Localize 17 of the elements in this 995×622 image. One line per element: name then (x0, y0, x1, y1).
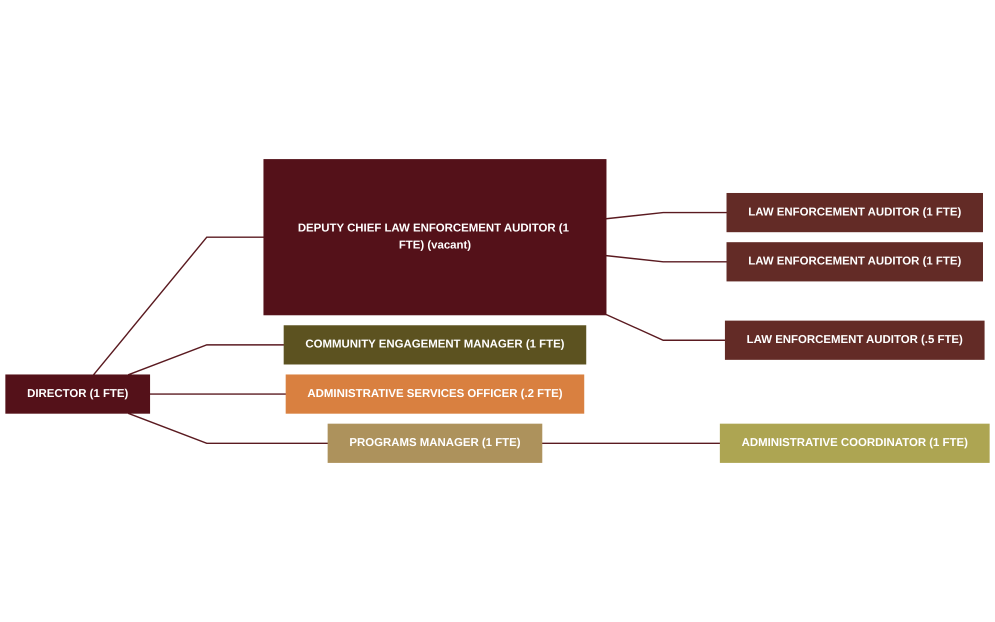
node-box: ADMINISTRATIVE COORDINATOR (1 FTE) (720, 424, 990, 463)
node-box: ADMINISTRATIVE SERVICES OFFICER (.2 FTE) (286, 374, 584, 414)
connector (150, 393, 286, 395)
connector (542, 442, 720, 444)
node-box: PROGRAMS MANAGER (1 FTE) (328, 424, 542, 463)
node-box: LAW ENFORCEMENT AUDITOR (.5 FTE) (724, 320, 985, 360)
connector (128, 412, 328, 444)
connector (606, 314, 726, 341)
connector (93, 236, 264, 376)
connector (606, 254, 727, 262)
node-box: DEPUTY CHIEF LAW ENFORCEMENT AUDITOR (1 FTE) (vacant) (263, 159, 606, 316)
connector (128, 344, 284, 376)
connector (606, 212, 727, 220)
node-box: LAW ENFORCEMENT AUDITOR (1 FTE) (726, 242, 983, 282)
node-box: COMMUNITY ENGAGEMENT MANAGER (1 FTE) (284, 325, 586, 364)
node-box: DIRECTOR (1 FTE) (5, 374, 150, 414)
node-box: LAW ENFORCEMENT AUDITOR (1 FTE) (726, 192, 983, 232)
